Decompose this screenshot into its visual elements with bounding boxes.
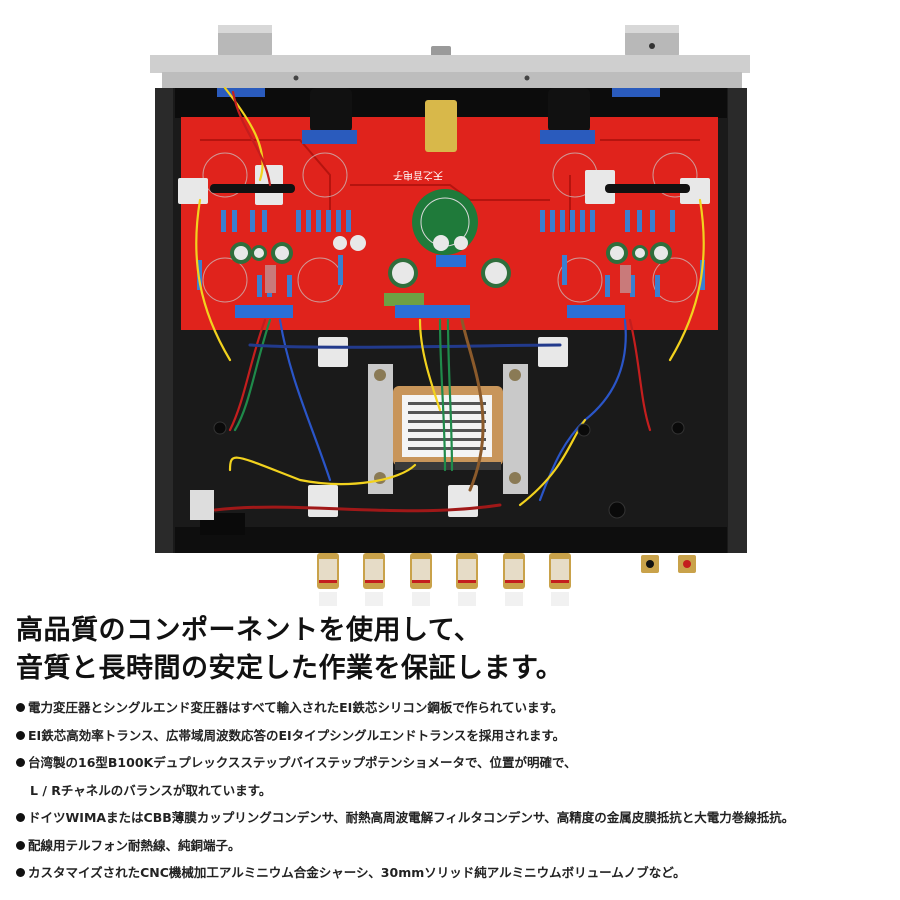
capacitors [230, 235, 672, 306]
svg-text:天之音电子: 天之音电子 [393, 169, 443, 182]
bullet-icon [16, 813, 25, 822]
feature-list: 電力変圧器とシングルエンド変圧器はすべて輸入されたEI鉄芯シリコン鋼板で作られて… [16, 694, 896, 887]
power-transformer [368, 364, 528, 494]
front-panel [150, 55, 750, 88]
feature-item: 配線用テルフォン耐熱線、純銅端子。 [16, 832, 896, 860]
product-photo: 天之音电子 [150, 25, 750, 606]
feature-item-continuation: L / Rチャネルのバランスが取れています。 [30, 782, 272, 798]
headline-line-2: 音質と長時間の安定した作業を保証します。 [16, 653, 564, 684]
bullet-icon [16, 840, 25, 850]
terminal-blocks [235, 255, 625, 318]
headline: 高品質のコンポーネントを使用して、 音質と長時間の安定した作業を保証します。 [16, 612, 886, 688]
feature-item: ドイツWIMAまたはCBB薄膜カップリングコンデンサ、耐熱高周波電解フィルタコン… [16, 804, 896, 832]
bullet-icon [16, 868, 25, 877]
speaker-binding-posts [317, 553, 571, 589]
feature-item: 台湾製の16型B100Kデュプレックスステップバイステップポテンショメータで、位… [16, 749, 896, 777]
bullet-icon [16, 730, 25, 740]
power-switch [431, 46, 451, 57]
volume-knob-left [218, 25, 272, 57]
feature-item: EI鉄芯高効率トランス、広帯域周波数応答のEIタイプシングルエンドトランスを採用… [16, 722, 896, 750]
feature-item: カスタマイズされたCNC機械加工アルミニウム合金シャーシ、30mmソリッド純アル… [16, 859, 896, 887]
rca-jacks [641, 555, 696, 573]
feature-item: 電力変圧器とシングルエンド変圧器はすべて輸入されたEI鉄芯シリコン鋼板で作られて… [16, 694, 896, 722]
volume-knob-right [625, 25, 679, 57]
headline-line-1: 高品質のコンポーネントを使用して、 [16, 615, 482, 646]
bullet-icon [16, 703, 25, 712]
choke [425, 100, 457, 152]
bullet-icon [16, 758, 25, 767]
